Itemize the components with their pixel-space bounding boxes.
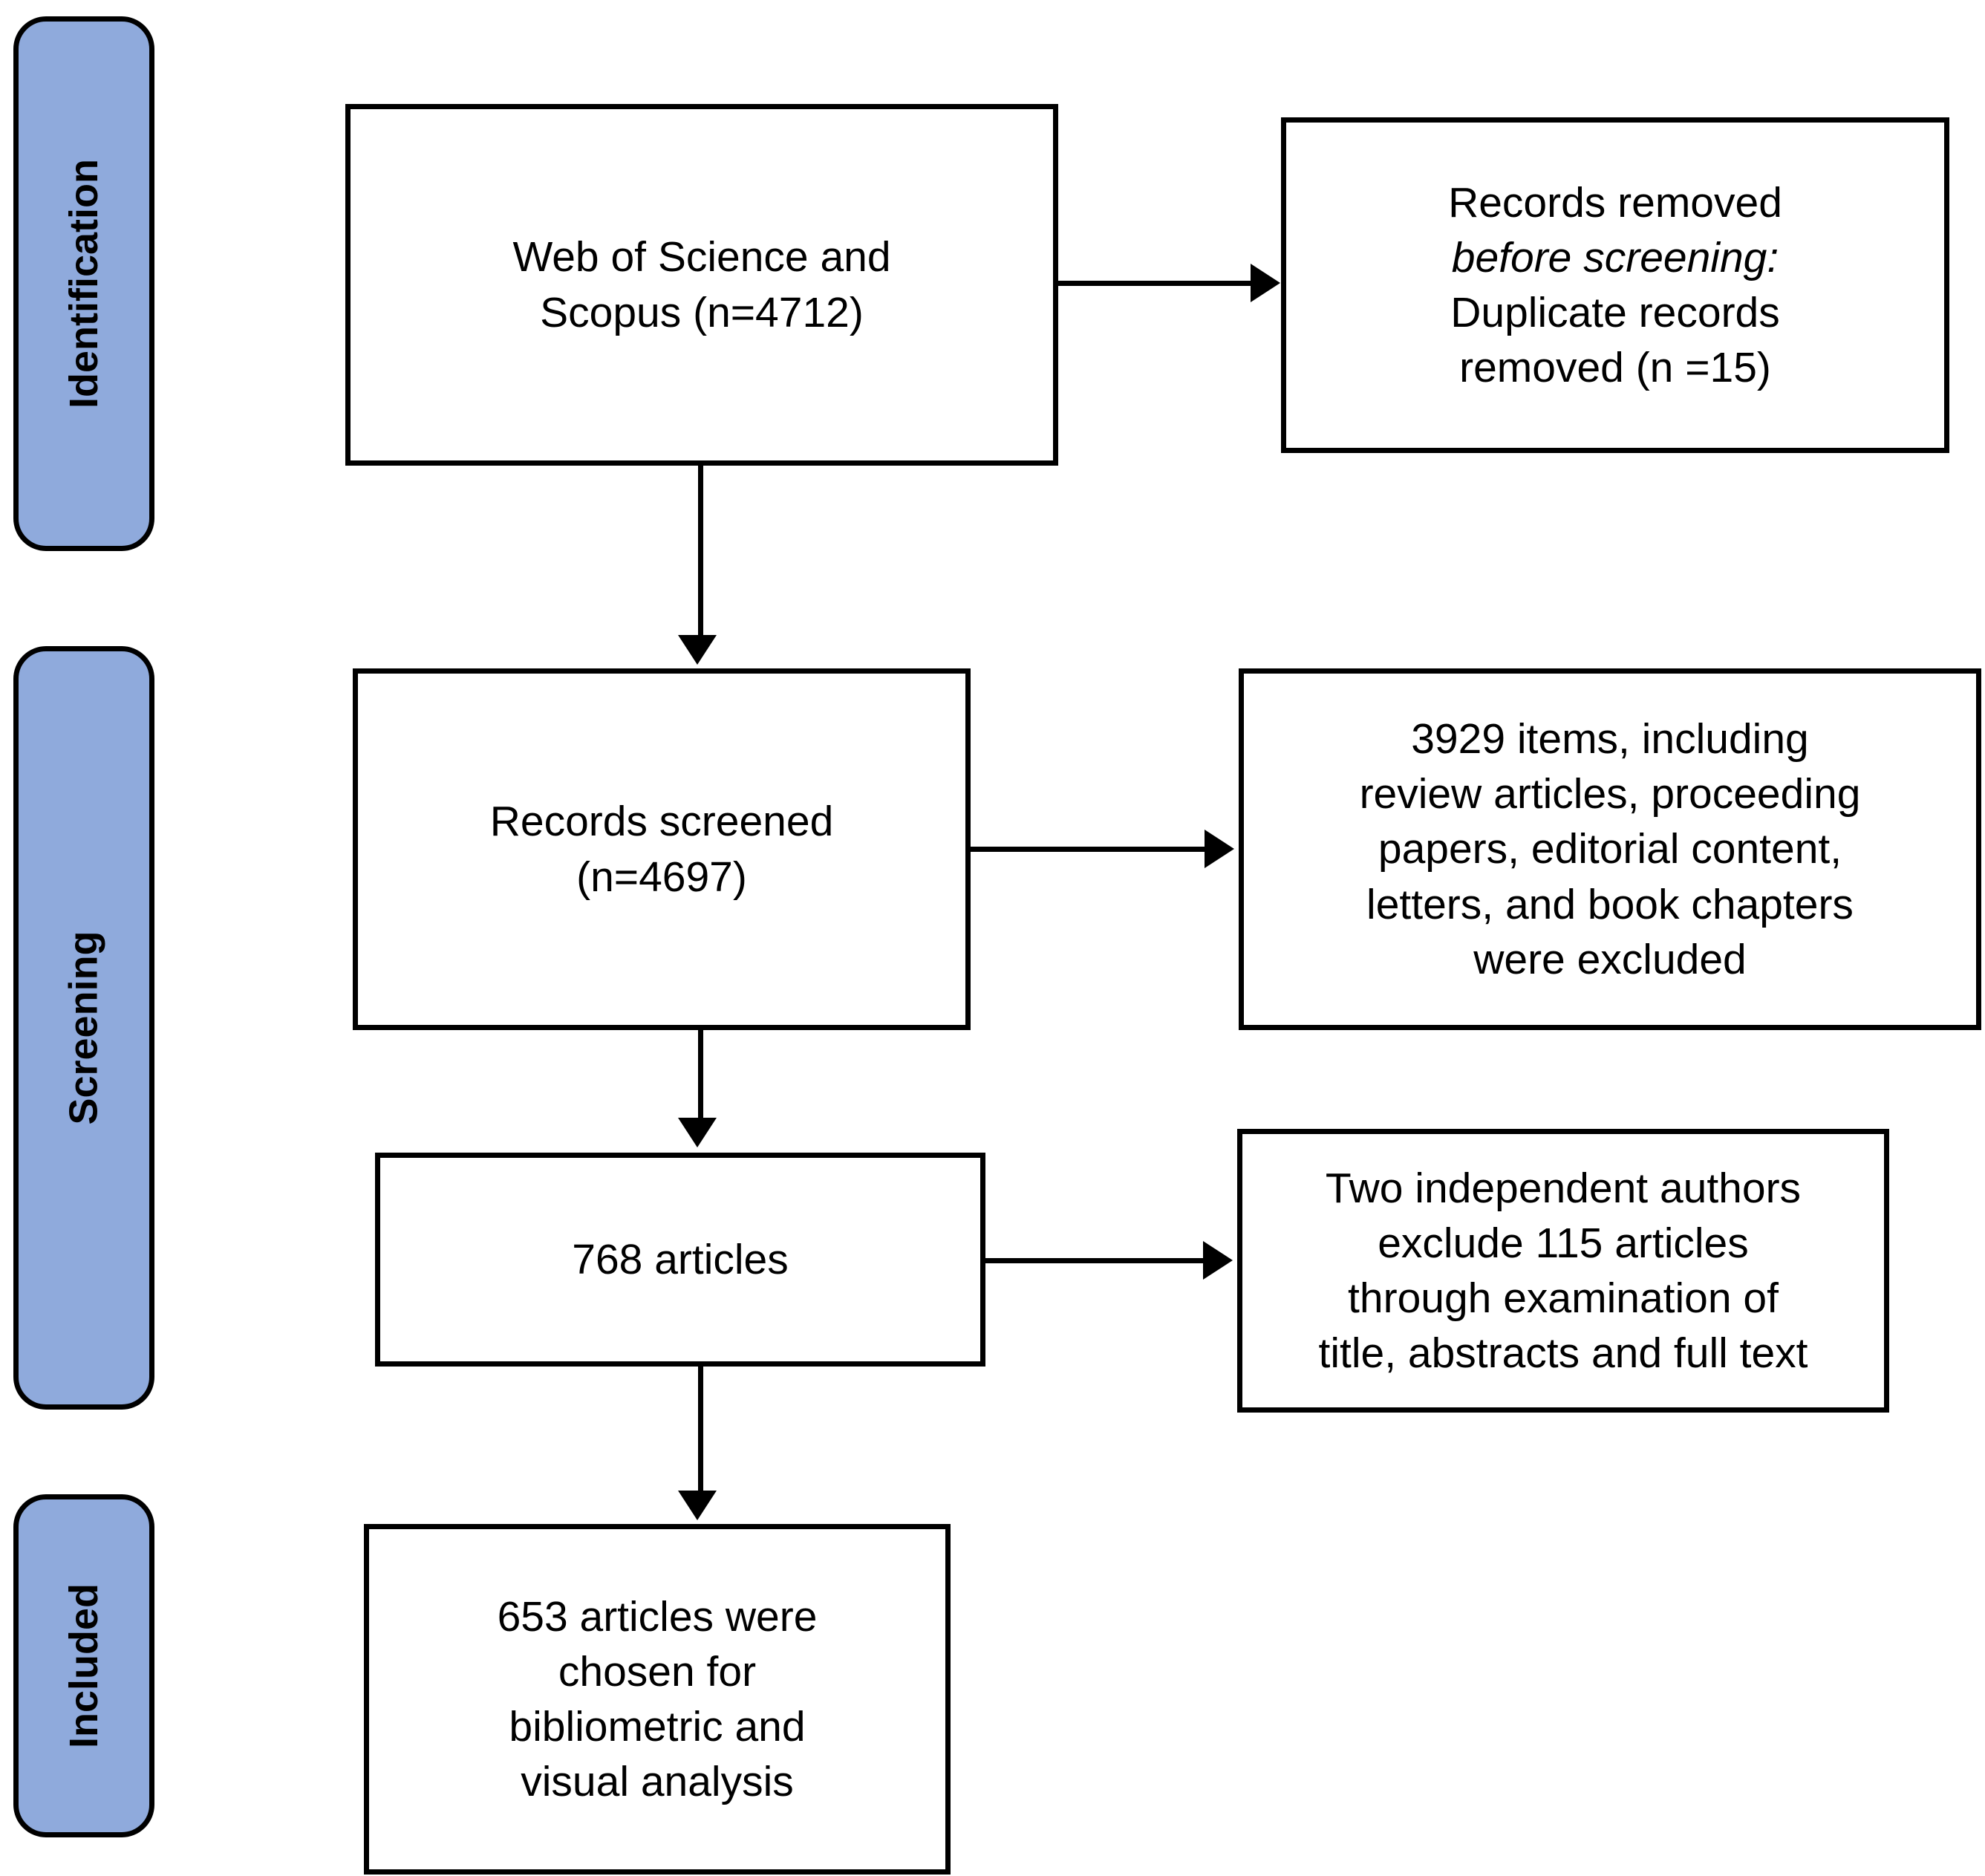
box-articles-excluded-by-authors: Two independent authors exclude 115 arti… xyxy=(1237,1129,1889,1413)
stage-label-screening: Screening xyxy=(13,646,154,1410)
box-articles-remaining: 768 articles xyxy=(375,1153,985,1367)
box-items-excluded-by-type: 3929 items, including review articles, p… xyxy=(1239,668,1981,1030)
connector-line-sources-to-removed xyxy=(1058,281,1253,286)
connector-line-articles-to-excluded xyxy=(985,1258,1205,1263)
box-items-excluded-by-type-text: 3929 items, including review articles, p… xyxy=(1359,715,1861,983)
records-removed-line1: Records removed xyxy=(1448,178,1782,227)
records-removed-line3: Duplicate records xyxy=(1450,289,1780,336)
connector-line-articles-to-included xyxy=(698,1367,703,1493)
records-removed-line2-italic: before screening: xyxy=(1451,233,1779,281)
box-records-removed-text: Records removed before screening: Duplicat… xyxy=(1448,175,1782,395)
arrow-down-icon-screened-to-articles xyxy=(678,1118,717,1147)
box-records-screened-text: Records screened (n=4697) xyxy=(489,798,834,901)
connector-line-screened-to-articles xyxy=(698,1030,703,1119)
stage-label-screening-text: Screening xyxy=(62,931,106,1125)
box-articles-excluded-by-authors-text: Two independent authors exclude 115 arti… xyxy=(1318,1164,1808,1378)
arrow-right-icon-screened-to-excluded xyxy=(1205,830,1234,868)
box-articles-included-final-text: 653 articles were chosen for bibliometri… xyxy=(497,1592,818,1806)
arrow-down-icon-articles-to-included xyxy=(678,1491,717,1520)
stage-label-included: Included xyxy=(13,1494,154,1837)
stage-label-included-text: Included xyxy=(62,1583,107,1749)
box-records-identified-text: Web of Science and Scopus (n=4712) xyxy=(512,233,891,336)
arrow-right-icon-sources-to-removed xyxy=(1251,264,1280,302)
records-removed-line4: removed (n =15) xyxy=(1459,344,1771,392)
stage-label-identification-text: Identification xyxy=(62,159,106,408)
box-records-removed-before-screening: Records removed before screening: Duplicat… xyxy=(1281,117,1949,453)
stage-label-identification: Identification xyxy=(13,16,154,551)
arrow-down-icon-sources-to-screened xyxy=(678,635,717,665)
box-articles-included-final: 653 articles were chosen for bibliometri… xyxy=(364,1524,951,1875)
arrow-right-icon-articles-to-excluded xyxy=(1203,1241,1233,1280)
box-articles-remaining-text: 768 articles xyxy=(572,1235,789,1283)
connector-line-sources-to-screened xyxy=(698,466,703,638)
connector-line-screened-to-excluded xyxy=(971,847,1207,852)
box-records-screened: Records screened (n=4697) xyxy=(353,668,971,1030)
box-records-identified: Web of Science and Scopus (n=4712) xyxy=(345,104,1058,466)
